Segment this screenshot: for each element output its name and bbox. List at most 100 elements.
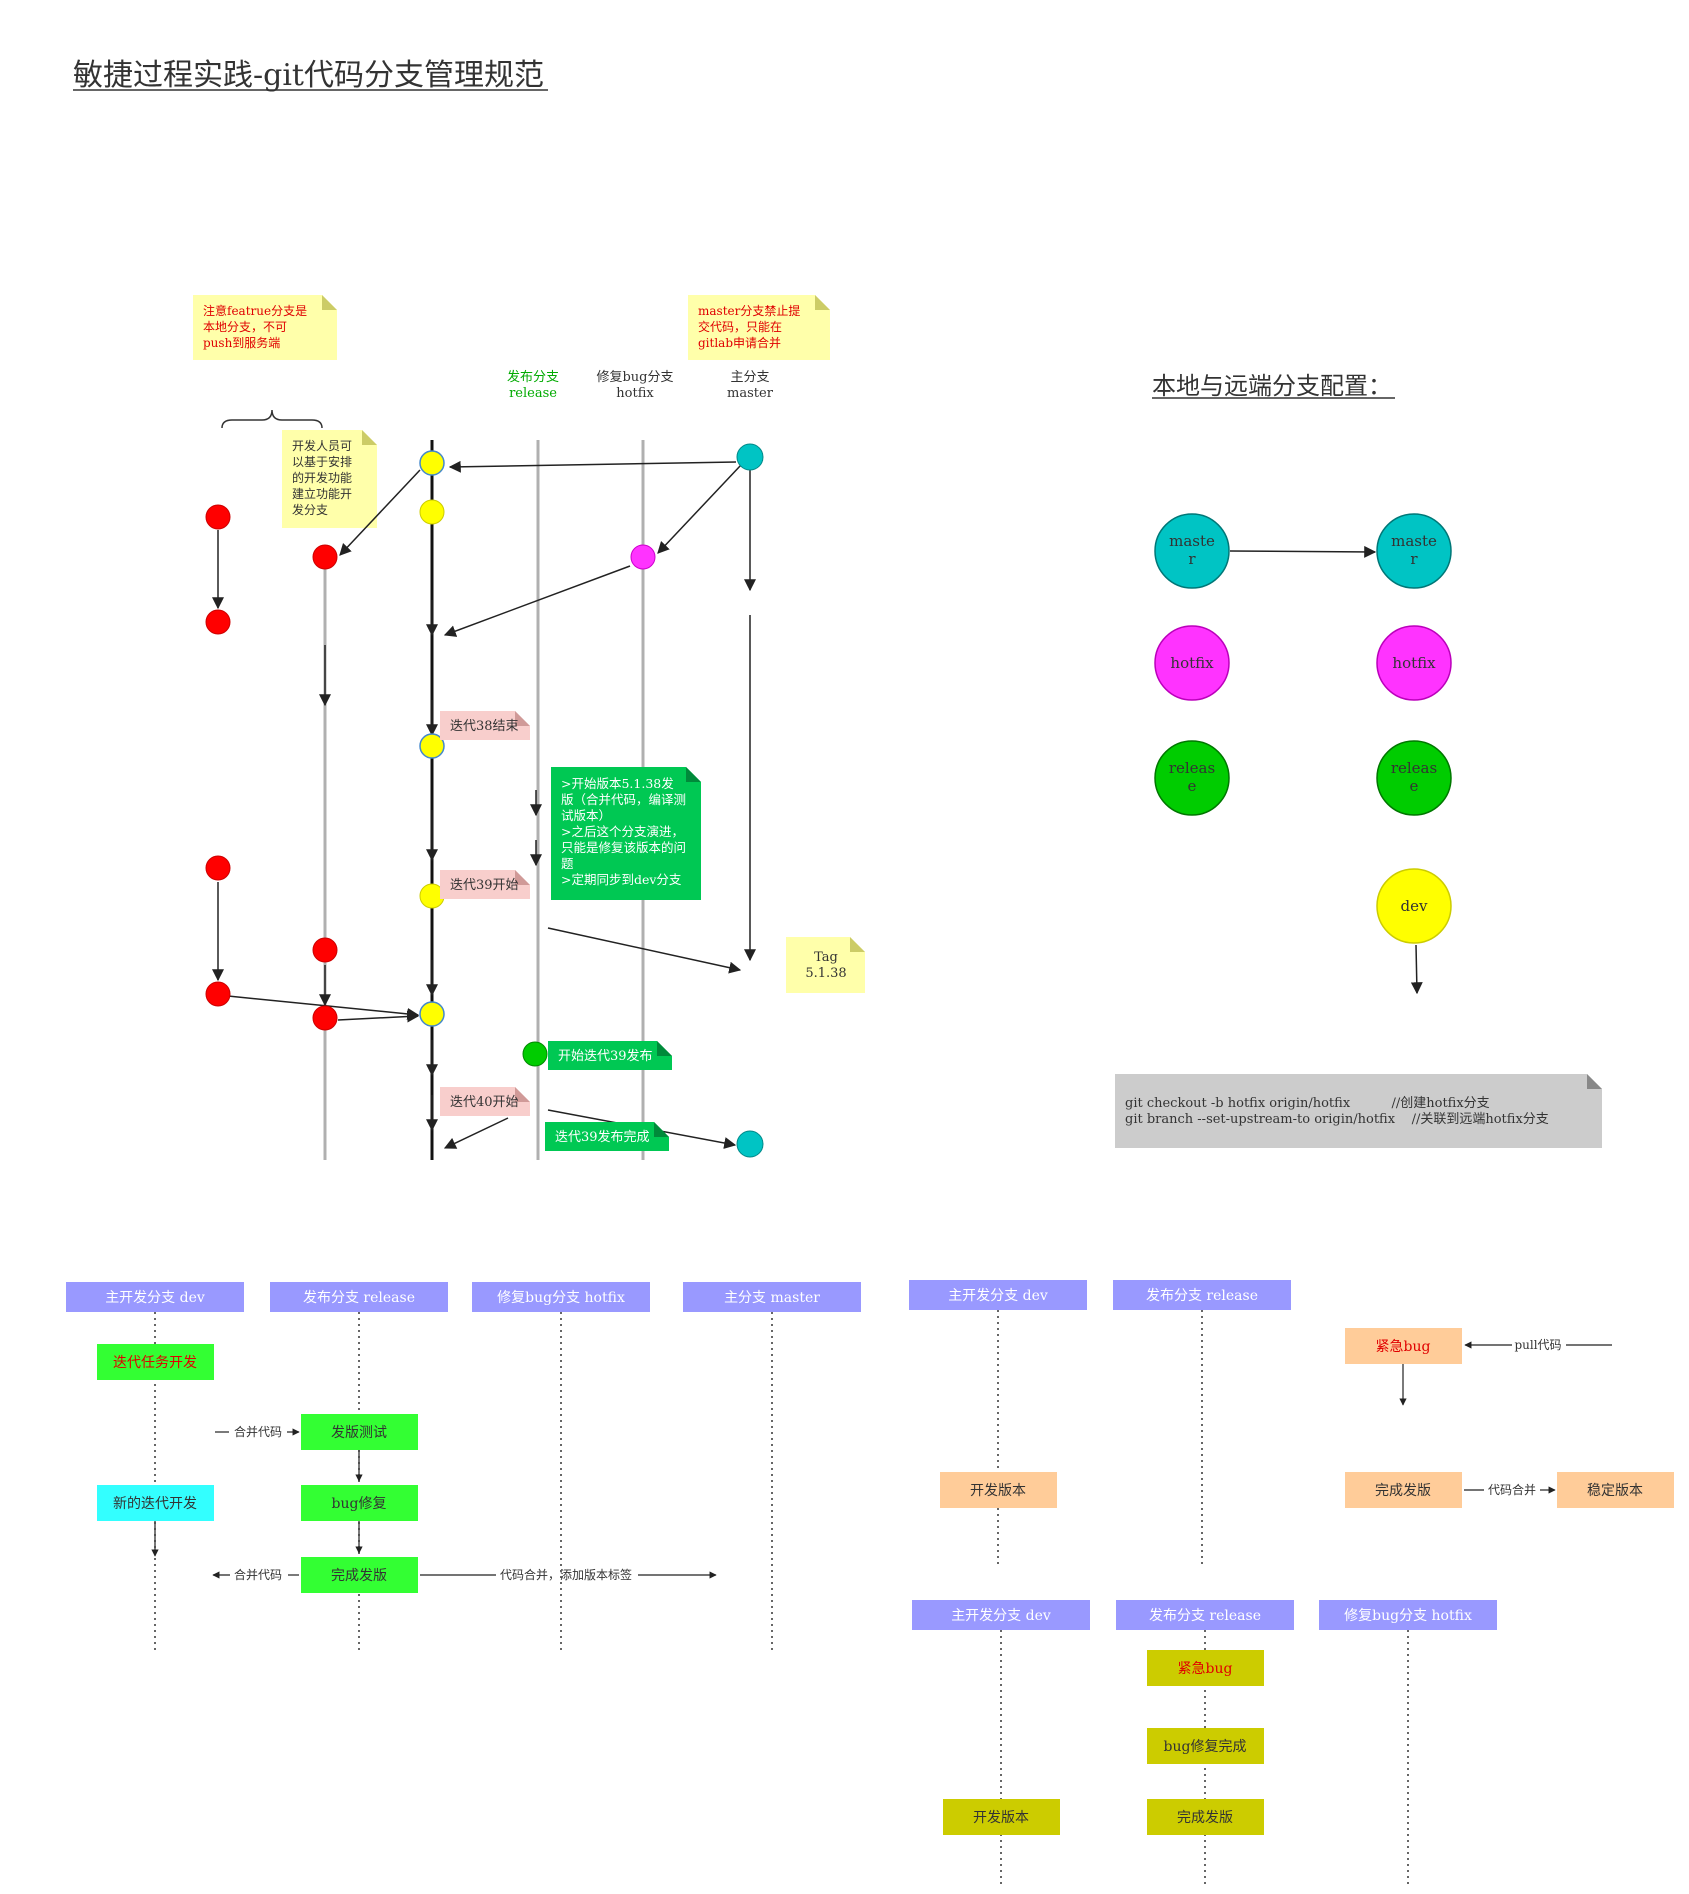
svg-text:master: master [727,386,774,401]
master-to-hotfix-arrow [657,464,742,554]
local-master-node [1154,513,1230,589]
svg-text:开发版本: 开发版本 [973,1810,1029,1826]
svg-text:release: release [509,386,557,401]
svg-text:修复bug分支 hotfix: 修复bug分支 hotfix [1344,1607,1472,1624]
svg-text:bug修复完成: bug修复完成 [1164,1738,1247,1755]
lane-header-hotfix: 修复bug分支 hotfix [472,1282,650,1312]
master-to-dev-arrow [448,460,737,473]
svg-text:紧急bug: 紧急bug [1178,1661,1233,1677]
master-commit-1 [736,443,764,471]
svg-text:迭代任务开发: 迭代任务开发 [113,1355,197,1371]
local-hotfix-node [1154,625,1230,701]
remote-master-node [1376,513,1452,589]
step-release-done: 完成发版 [301,1557,418,1593]
hotfix-to-dev-arrow [443,565,631,637]
feature1-commit-b [205,609,231,635]
swimlane-2: 主开发分支 dev 发布分支 release 开发版本 紧急bug 完成发版 稳… [909,1280,1674,1565]
note-iter39-release-done: 迭代39发布完成 [545,1122,669,1151]
svg-text:开发人员可 以基于安排 的开发功能: 开发人员可 以基于安排 的开发功能 建立功能开 发分支 [292,438,356,517]
svg-text:主开发分支 dev: 主开发分支 dev [951,1608,1051,1624]
lane3-step-bug-fixed: bug修复完成 [1147,1728,1264,1764]
local-remote-master-arrow [1229,545,1377,558]
svg-text:>开始版本5.1.38发 版（合并代码，编译测: >开始版本5.1.38发 版（合并代码，编译测 试版本） >之后这个分支演进， … [561,776,690,887]
dev-commit-2 [419,499,445,525]
svg-text:开始迭代39发布: 开始迭代39发布 [558,1048,653,1064]
dev-remote-arrow [1410,944,1423,995]
svg-text:注意featrue分支是 本地分支，不可: 注意featrue分支是 本地分支，不可 push到服务端 [203,303,311,350]
svg-text:发布分支 release: 发布分支 release [1149,1608,1261,1624]
svg-text:r: r [1410,550,1418,568]
feature3-commit-b [205,981,231,1007]
svg-text:迭代39发布完成: 迭代39发布完成 [555,1129,650,1145]
merge-code-in-label: 合并代码 [234,1424,282,1439]
svg-text:e: e [1410,777,1419,795]
remote-hotfix-node [1376,625,1452,701]
svg-text:主分支 master: 主分支 master [724,1290,820,1306]
lane2-pull-label: pull代码 [1514,1338,1561,1352]
svg-text:dev: dev [1401,897,1428,915]
svg-text:完成发版: 完成发版 [1177,1810,1233,1826]
brace-icon [221,409,323,429]
local-release-node [1154,740,1230,816]
note-master-rule: master分支禁止提 交代码，只能在 gitlab申请合并 [688,295,830,360]
svg-text:5.1.38: 5.1.38 [805,966,846,981]
lane2-step-stable: 稳定版本 [1557,1472,1674,1508]
branch-label-release: 发布分支 release [507,369,559,401]
feature1-commit-a [205,504,231,530]
step-iter-dev: 迭代任务开发 [97,1344,214,1380]
svg-text:hotfix: hotfix [616,386,654,401]
lane3-step-release-done: 完成发版 [1147,1799,1264,1835]
release-to-master-arrow [547,927,742,974]
note-feature-create: 开发人员可 以基于安排 的开发功能 建立功能开 发分支 [282,430,377,528]
svg-text:发布分支: 发布分支 [507,369,559,385]
note-iter40-start: 迭代40开始 [440,1087,530,1116]
svg-text:发布分支 release: 发布分支 release [303,1290,415,1306]
lane-header-release: 发布分支 release [270,1282,448,1312]
svg-text:完成发版: 完成发版 [1375,1483,1431,1499]
remote-branch-nodes: maste r hotfix releas e dev [1376,513,1452,944]
dev-to-feature-arrow [339,469,421,556]
svg-text:releas: releas [1391,759,1437,777]
swimlane-1: 主开发分支 dev 发布分支 release 修复bug分支 hotfix 主分… [66,1282,861,1650]
svg-text:主开发分支 dev: 主开发分支 dev [105,1290,205,1306]
svg-text:releas: releas [1169,759,1215,777]
branch-label-hotfix: 修复bug分支 hotfix [596,370,673,401]
release-commit [522,1041,548,1067]
swimlane-3: 主开发分支 dev 发布分支 release 修复bug分支 hotfix 紧急… [912,1600,1497,1888]
dev-commit-5 [419,1001,445,1027]
lane2-step-release-done: 完成发版 [1345,1472,1462,1508]
feature-merge-arrow-2 [337,1010,420,1023]
note-tag: Tag 5.1.38 [786,937,865,993]
feature-merge-arrow-1 [227,995,420,1020]
svg-text:主开发分支 dev: 主开发分支 dev [948,1288,1048,1304]
svg-text:迭代38结束: 迭代38结束 [450,719,519,734]
svg-text:bug修复: bug修复 [332,1495,387,1512]
lane2-merge-label: 代码合并 [1488,1482,1536,1497]
svg-text:完成发版: 完成发版 [331,1568,387,1584]
svg-text:r: r [1188,550,1196,568]
svg-text:新的迭代开发: 新的迭代开发 [113,1496,197,1512]
step-bugfix: bug修复 [301,1485,418,1521]
svg-text:hotfix: hotfix [1392,654,1436,672]
feature4-commit-a [312,937,338,963]
svg-text:迭代39开始: 迭代39开始 [450,878,519,893]
feature2-commit-a [312,544,338,570]
lane2-header-dev: 主开发分支 dev [909,1280,1087,1310]
svg-text:maste: maste [1391,532,1437,550]
step-release-test: 发版测试 [301,1414,418,1450]
merge-tag-label: 代码合并，添加版本标签 [500,1567,632,1582]
dev-commit-1 [419,450,445,476]
lane3-step-dev-version: 开发版本 [943,1799,1060,1835]
svg-text:master分支禁止提 交代码，只能在: master分支禁止提 交代码，只能在 gitlab申请合并 [698,303,804,350]
svg-text:发版测试: 发版测试 [331,1425,387,1441]
lane2-step-urgent-bug: 紧急bug [1345,1328,1462,1364]
feature3-commit-a [205,855,231,881]
config-title: 本地与远端分支配置： [1152,372,1392,400]
svg-text:主分支: 主分支 [730,370,769,385]
note-iter39-release-start: 开始迭代39发布 [548,1041,672,1070]
dev-commit-3 [419,733,445,759]
remote-release-node [1376,740,1452,816]
master-commit-2 [736,1130,764,1158]
note-feature-push: 注意featrue分支是 本地分支，不可 push到服务端 [193,295,337,360]
